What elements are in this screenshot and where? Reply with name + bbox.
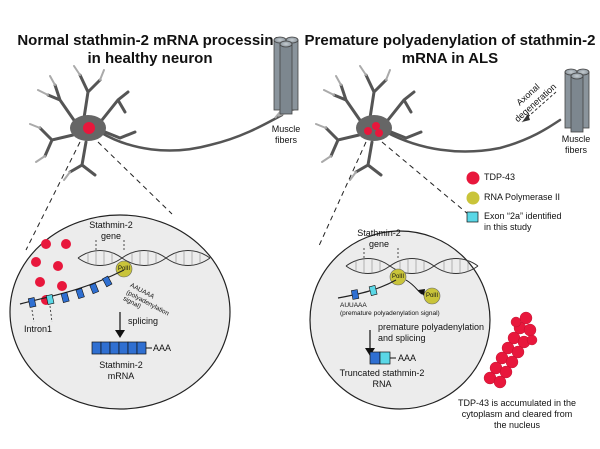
right-gene-bracket <box>363 248 399 260</box>
legend-tdp43-icon <box>466 171 480 185</box>
right-nucleus <box>309 230 491 410</box>
left-polii <box>115 260 133 278</box>
right-polii-release-arrow <box>405 279 423 295</box>
right-released-polii <box>423 287 441 305</box>
left-panel-title: Normal stathmin-2 mRNA processing in hea… <box>17 32 283 67</box>
splicing-label: splicing <box>128 316 159 326</box>
intron-label: Intron1 <box>24 324 53 334</box>
right-panel-title: Premature polyadenylation of stathmin-2 … <box>304 32 596 67</box>
left-intron-bracket <box>31 305 53 323</box>
right-polya-tail-label: AAA <box>398 353 417 363</box>
right-polii-label: PolII <box>391 274 404 280</box>
right-muscle-fibers <box>564 68 590 133</box>
legend-exon2a-icon <box>466 211 479 223</box>
left-dna-helix <box>77 250 211 266</box>
left-splicing-arrowhead <box>115 330 125 338</box>
right-premature-signal-label: AUUAAA(premature polyadenylation signal) <box>340 302 440 317</box>
left-polii-label: PolII <box>117 266 130 272</box>
left-muscle-fibers <box>273 36 299 115</box>
left-gene-bracket <box>95 240 125 252</box>
cytoplasmic-tdp43-aggregates <box>483 311 538 389</box>
right-transcript-exons <box>351 285 378 300</box>
right-released-polii-label: PolII <box>425 293 438 299</box>
legend-polii-icon <box>466 191 480 205</box>
left-neuron <box>29 65 284 181</box>
legend-polii-label: RNA Polymerase II <box>484 192 561 202</box>
right-transcript <box>337 279 397 299</box>
degeneration-arrowhead <box>522 114 530 122</box>
left-mature-mrna <box>91 341 152 355</box>
right-soma-tdp43 <box>364 122 383 137</box>
right-neuron <box>315 65 562 181</box>
left-transcript-exons <box>27 275 113 308</box>
zoom-lines <box>25 141 469 251</box>
left-nucleus-tdp43 <box>83 122 95 134</box>
right-truncated-rna <box>369 351 396 365</box>
right-dna-helix <box>345 258 479 274</box>
left-polya-tail-label: AAA <box>153 343 172 353</box>
legend-tdp43-label: TDP-43 <box>484 172 516 182</box>
